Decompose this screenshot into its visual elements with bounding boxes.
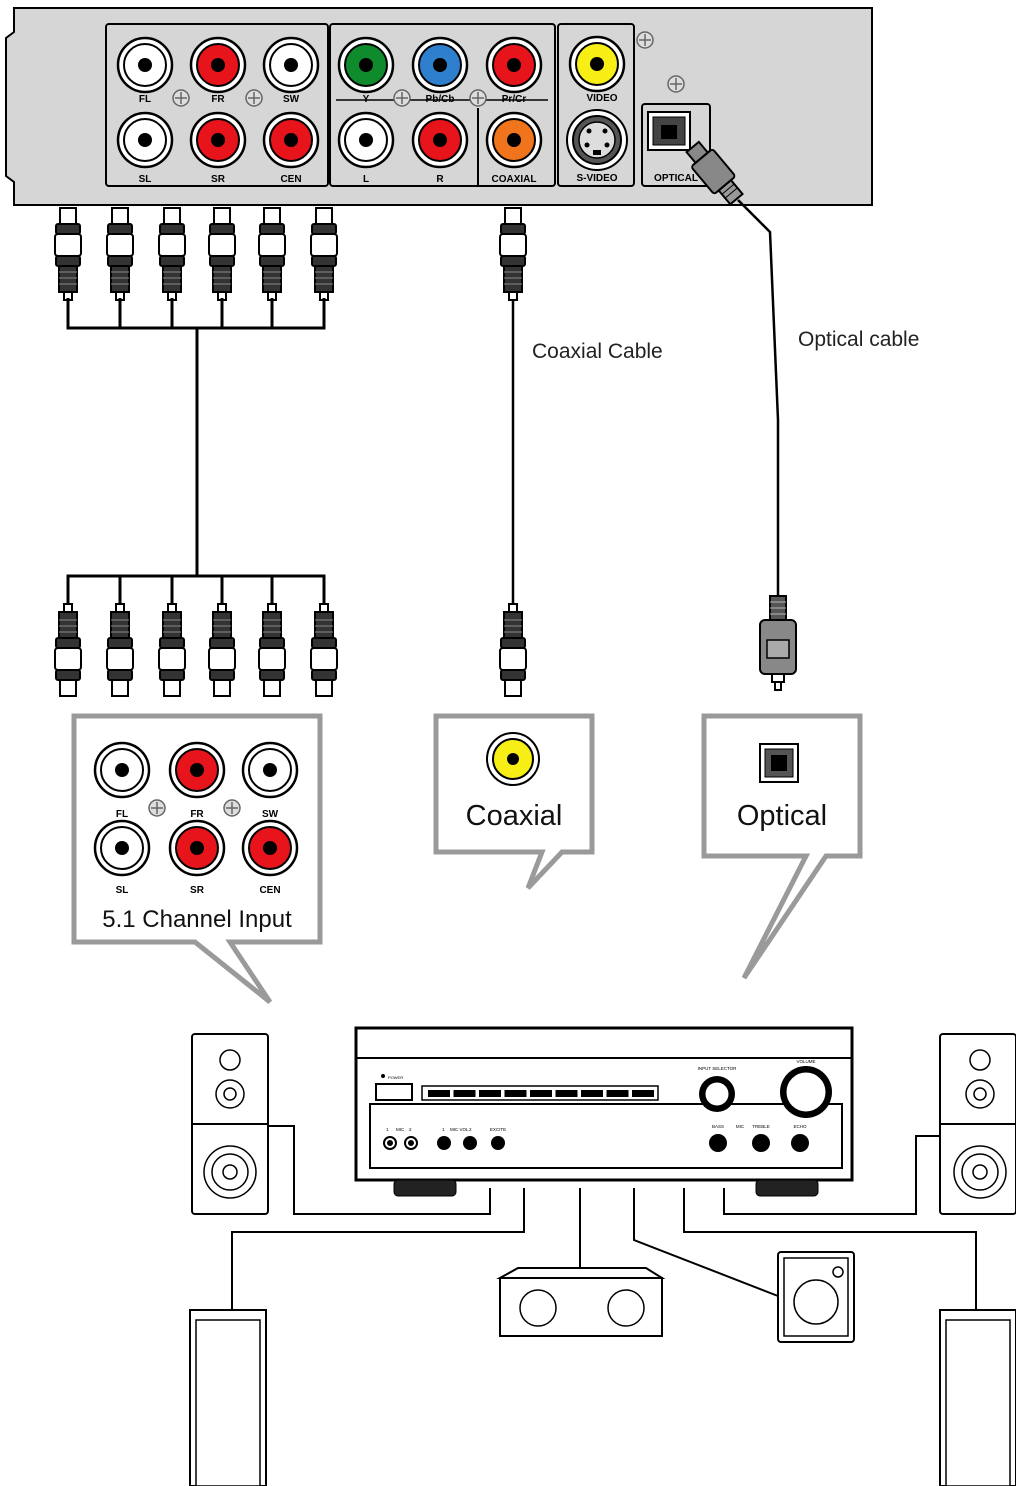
input-button-2 (453, 1090, 476, 1097)
receiver-mic-left-label: MIC (396, 1127, 405, 1132)
panel-jack-cen: CEN (262, 111, 320, 185)
rca-plug-bottom-2 (106, 603, 134, 697)
multichannel-cable (54, 207, 338, 697)
panel-jack-pr: Pr/Cr (485, 36, 543, 105)
receiver-mic-vol-1: 1 (442, 1127, 445, 1132)
rca-plug-bottom-6 (310, 603, 338, 697)
coaxial-cable (499, 207, 527, 697)
optical-cable-label: Optical cable (798, 328, 920, 351)
panel-jack-video (568, 35, 626, 93)
receiver-input-selector-label: INPUT SELECTOR (698, 1066, 738, 1071)
panel-jack-coaxial: COAXIAL (485, 111, 543, 185)
panel-jack-l: L (337, 111, 395, 185)
surround-left-speaker (189, 1309, 267, 1486)
svideo-jack (566, 109, 628, 171)
panel-jack-sl-label: SL (139, 174, 152, 185)
receiver-mic-left-2: 2 (409, 1127, 412, 1132)
rca-plug-bottom-5 (258, 603, 286, 697)
back-panel: FL FR SW SL SR CEN Y Pb/Cb Pr/CrL R COAXIAL S-VIDE… (5, 7, 873, 206)
label-svideo: S-VIDEO (576, 173, 617, 184)
input-button-6 (555, 1090, 578, 1097)
callout-optical-title: Optical (736, 800, 828, 832)
panel-jack-fr: FR (189, 36, 247, 105)
panel-jack-r: R (411, 111, 469, 185)
callout-jack-sw: SW (241, 741, 299, 820)
rca-plug-top-5 (258, 207, 286, 301)
callout-jack-fl: FL (93, 741, 151, 820)
callout-jack-sl-label: SL (116, 885, 129, 896)
callout-coaxial-title: Coaxial (465, 800, 563, 832)
receiver-mic-vol-2: 2 (469, 1127, 472, 1132)
callout-jack-cen-label: CEN (259, 885, 280, 896)
label-video: VIDEO (586, 93, 617, 104)
rca-plug-top-6 (310, 207, 338, 301)
input-button-3 (479, 1090, 501, 1097)
input-button-4 (504, 1090, 527, 1097)
label-optical: OPTICAL (654, 173, 698, 184)
input-button-5 (530, 1090, 552, 1097)
receiver-power-label: POWER (388, 1075, 403, 1080)
coaxial-cable-label: Coaxial Cable (532, 340, 663, 363)
receiver-mic-left-1: 1 (386, 1127, 389, 1132)
speaker-wires (231, 1125, 977, 1310)
panel-jack-fr-label: FR (211, 94, 225, 105)
front-right-speaker (939, 1033, 1016, 1215)
receiver-treble-label: TREBLE (752, 1124, 770, 1129)
input-button-1 (428, 1090, 450, 1097)
rca-plug-top-1 (54, 207, 82, 301)
panel-jack-fl: FL (116, 36, 174, 105)
callout-jack-cen: CEN (241, 819, 299, 896)
optical-port (647, 111, 691, 151)
rca-plug-top-4 (208, 207, 236, 301)
callout-jack-sw-label: SW (262, 809, 279, 820)
callout-jack-sl: SL (93, 819, 151, 896)
rca-plug-bottom-3 (158, 603, 186, 697)
panel-jack-sl: SL (116, 111, 174, 185)
receiver-volume-label: VOLUME (796, 1059, 815, 1064)
panel-jack-sr-label: SR (211, 174, 226, 185)
receiver-mic-label: MIC (736, 1124, 745, 1129)
panel-jack-r-label: R (436, 174, 444, 185)
rca-plug-top-3 (158, 207, 186, 301)
optical-plug-bottom (759, 595, 797, 691)
optical-plug-top (685, 140, 780, 598)
panel-jack-coaxial-label: COAXIAL (492, 174, 537, 185)
callout-jack-fr-label: FR (190, 809, 204, 820)
panel-jack-y: Y (337, 36, 395, 105)
input-button-7 (581, 1090, 603, 1097)
rca-plug-bottom-1 (54, 603, 82, 697)
center-speaker (496, 1267, 666, 1337)
receiver-bass-label: BASS (712, 1124, 724, 1129)
callout-jack-sr: SR (168, 819, 226, 896)
input-button-8 (606, 1090, 629, 1097)
panel-jack-pb-label: Pb/Cb (426, 94, 455, 105)
rca-plug-top-2 (106, 207, 134, 301)
input-button-9 (632, 1090, 654, 1097)
callout-coaxial (433, 713, 595, 890)
front-left-speaker (191, 1033, 269, 1215)
panel-jack-sw: SW (262, 36, 320, 105)
subwoofer (777, 1251, 855, 1343)
callout-optical (701, 713, 863, 980)
callout-jack-fl-label: FL (116, 809, 128, 820)
receiver-echo-label: ECHO (793, 1124, 807, 1129)
rca-plug-bottom-4 (208, 603, 236, 697)
panel-jack-y-label: Y (363, 94, 370, 105)
panel-jack-pb: Pb/Cb (411, 36, 469, 105)
panel-jack-l-label: L (363, 174, 369, 185)
panel-jack-pr-label: Pr/Cr (502, 94, 527, 105)
callout-jack-fr: FR (168, 741, 226, 820)
callout-51-channel: FL FR SW SL SR CEN (71, 713, 323, 1004)
panel-jack-sw-label: SW (283, 94, 300, 105)
panel-jack-fl-label: FL (139, 94, 151, 105)
av-receiver: POWER INPUT SELECTOR VOLUME 1 MIC 2 1 MI… (354, 1026, 854, 1197)
receiver-mic-vol-label: MIC VOL (450, 1127, 469, 1132)
receiver-excite-label: EXCITE (490, 1127, 506, 1132)
panel-jack-cen-label: CEN (280, 174, 301, 185)
surround-right-speaker (939, 1309, 1016, 1486)
panel-jack-sr: SR (189, 111, 247, 185)
callout-jack-sr-label: SR (190, 885, 205, 896)
callout-51-title: 5.1 Channel Input (102, 906, 292, 933)
